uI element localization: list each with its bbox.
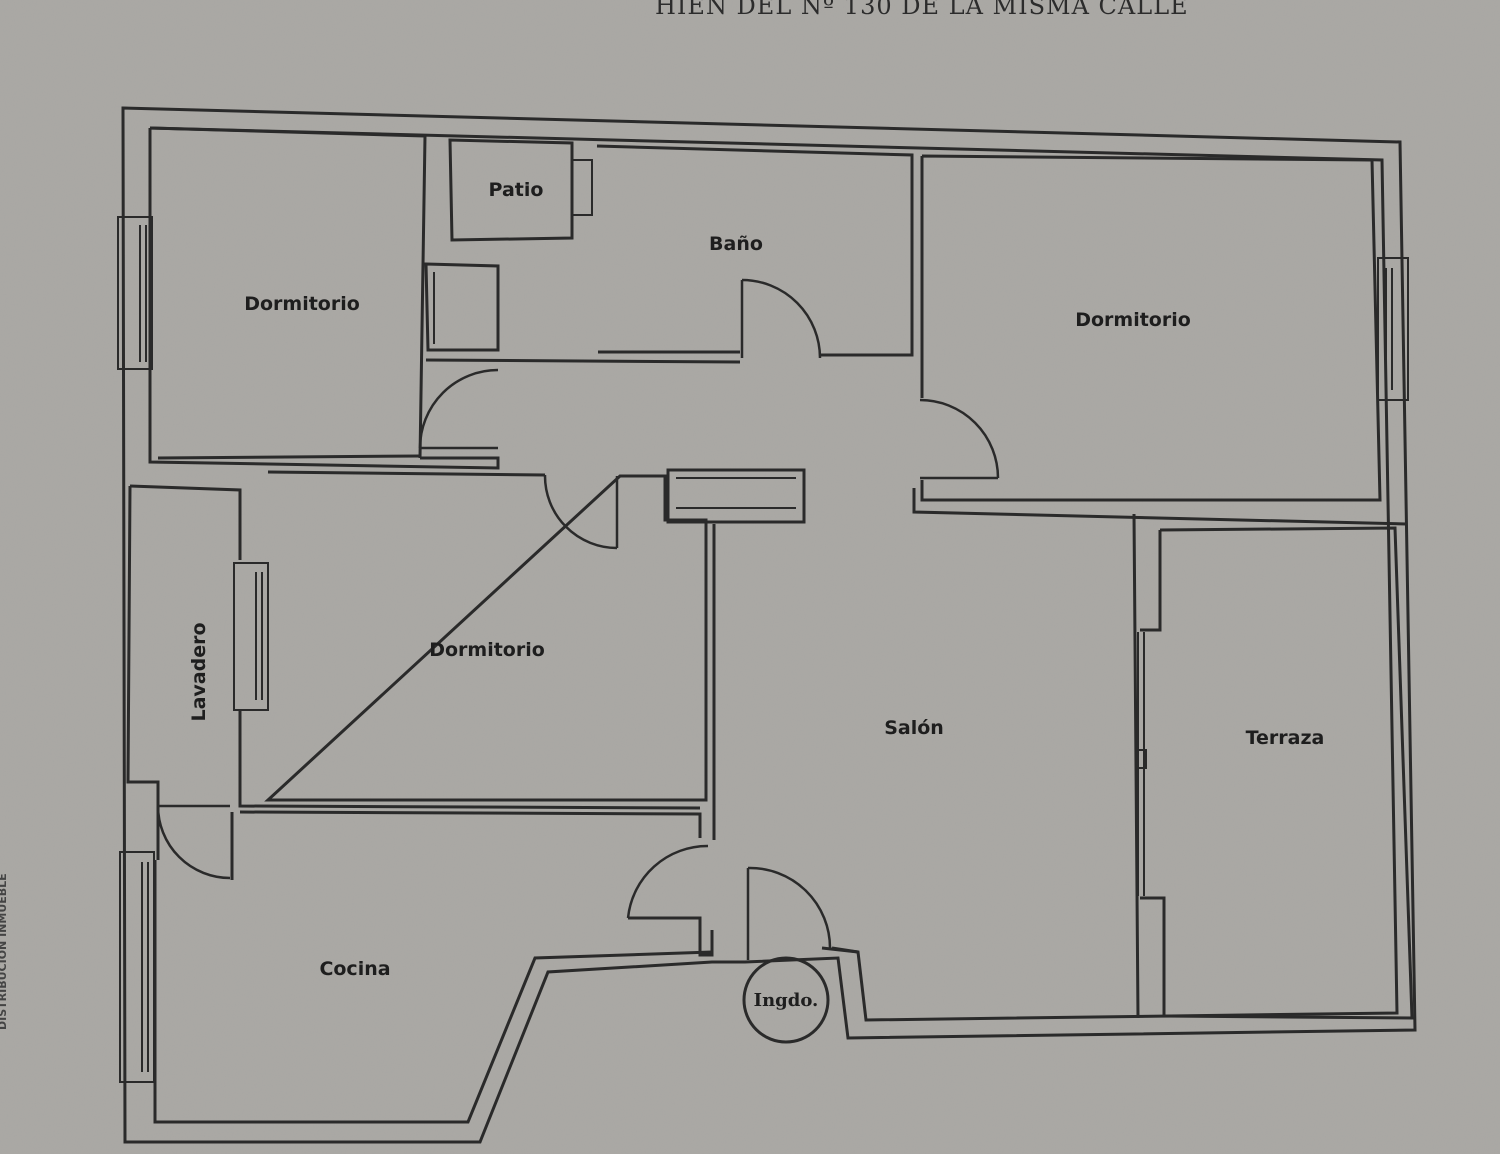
cupboard-walls [666,468,806,524]
outer-wall-outer [121,106,1417,1144]
room-bano-walls [596,144,914,357]
terraza-sliding-door [1135,632,1147,896]
room-terraza-walls [1140,526,1414,1020]
entrance-marker [742,956,830,1044]
cocina-door-arc [626,844,709,919]
header-text: HIEN DEL Nº 130 DE LA MISMA CALLE [655,0,1189,20]
wall-dorm1-hall [157,454,421,460]
window-left-top [117,216,153,370]
label-cocina: Cocina [319,958,390,980]
room-lavadero-walls [126,485,234,880]
room-dormitorio-2-walls [920,154,1382,502]
label-bano: Baño [709,233,763,255]
label-lavadero: Lavadero [188,622,210,721]
dorm2-salon-wall [912,488,1407,526]
entrance-jamb [831,946,859,954]
room-dormitorio-1-walls [148,126,500,470]
dorm1-door-arc [418,368,499,449]
label-terraza: Terraza [1246,727,1325,749]
window-right [1377,257,1409,401]
window-left-bottom [119,851,155,1083]
label-salon: Salón [884,717,944,739]
room-cocina-walls [239,810,702,838]
entrance-door-arc [747,866,832,949]
room-patio-walls [448,138,574,242]
label-entrance: Ingdo. [754,990,819,1011]
window-lavadero [233,562,269,711]
side-text: DISTRIBUCIÓN INMUEBLE [0,873,9,1030]
dorm3-outer-wall [129,484,701,810]
room-dormitorio-3-walls [264,470,708,802]
patio-notch [572,159,593,216]
lavadero-door-arc [156,805,231,880]
label-dormitorio-3: Dormitorio [429,639,545,661]
label-patio: Patio [489,179,544,201]
bath-hall-wall [425,358,741,364]
label-dormitorio-2: Dormitorio [1075,309,1191,331]
cocina-door-leaf [628,916,714,957]
closet-walls [424,262,500,352]
label-dormitorio-1: Dormitorio [244,293,360,315]
dorm3-door-arc [543,474,618,550]
bath-door-arc [741,278,822,359]
dorm2-door-arc [919,398,1000,479]
